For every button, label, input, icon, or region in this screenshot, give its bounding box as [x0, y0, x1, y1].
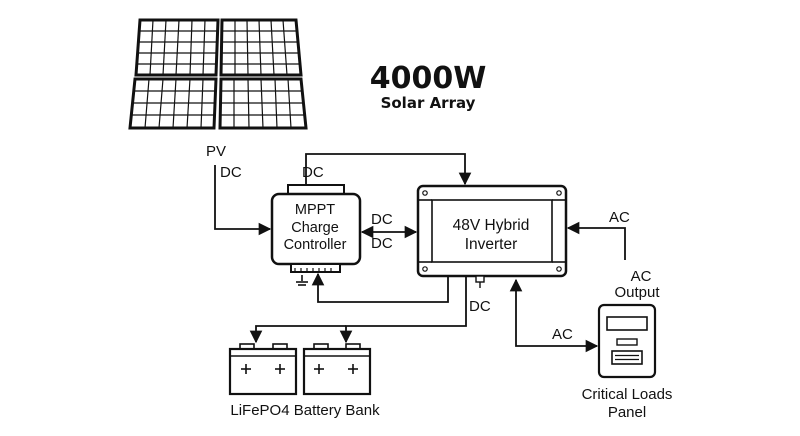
panel-label-line1: Critical Loads [582, 386, 673, 403]
ac-input-line [566, 221, 626, 260]
ac-output-label-line1: AC [631, 268, 652, 285]
hybrid-inverter [416, 184, 568, 288]
panel-label-line2: Panel [608, 404, 646, 421]
solar-array-panels [128, 18, 308, 130]
mppt-inverter-dc-label-upper: DC [371, 211, 393, 228]
solar-panel-4 [218, 77, 308, 130]
pv-label: PV [206, 143, 226, 160]
mppt-label-line2: Charge [291, 220, 339, 236]
mppt-charge-controller [270, 184, 362, 286]
battery-bank-label: LiFePO4 Battery Bank [230, 402, 380, 419]
inverter-to-mppt-bottom-line [311, 272, 449, 303]
solar-array-subtitle: Solar Array [381, 94, 476, 112]
mppt-label-line1: MPPT [295, 202, 335, 218]
mppt-to-inverter-top-line [305, 153, 472, 186]
ac-output-label-line2: Output [614, 284, 660, 301]
inverter-to-battery-line [339, 276, 467, 344]
ground-icon [296, 275, 308, 286]
solar-panel-2 [219, 18, 303, 77]
inverter-label-line1: 48V Hybrid [453, 217, 530, 234]
critical-loads-panel [597, 303, 657, 379]
pv-to-mppt-line [214, 165, 272, 236]
battery-bank [228, 343, 372, 396]
inverter-battery-dc-label: DC [469, 298, 491, 315]
pv-dc-label: DC [220, 164, 242, 181]
panel-ac-label: AC [552, 326, 573, 343]
solar-panel-1 [134, 18, 220, 77]
battery-link-line [249, 325, 346, 344]
ac-input-label: AC [609, 209, 630, 226]
battery-2 [302, 343, 372, 396]
mppt-label-line3: Controller [284, 237, 347, 253]
solar-panel-3 [128, 77, 218, 130]
battery-1 [228, 343, 298, 396]
top-dc-label: DC [302, 164, 324, 181]
inverter-label-line2: Inverter [465, 236, 518, 253]
inverter-to-panel-line [509, 278, 599, 353]
system-power-title: 4000W [370, 61, 487, 96]
mppt-inverter-dc-label-lower: DC [371, 235, 393, 252]
